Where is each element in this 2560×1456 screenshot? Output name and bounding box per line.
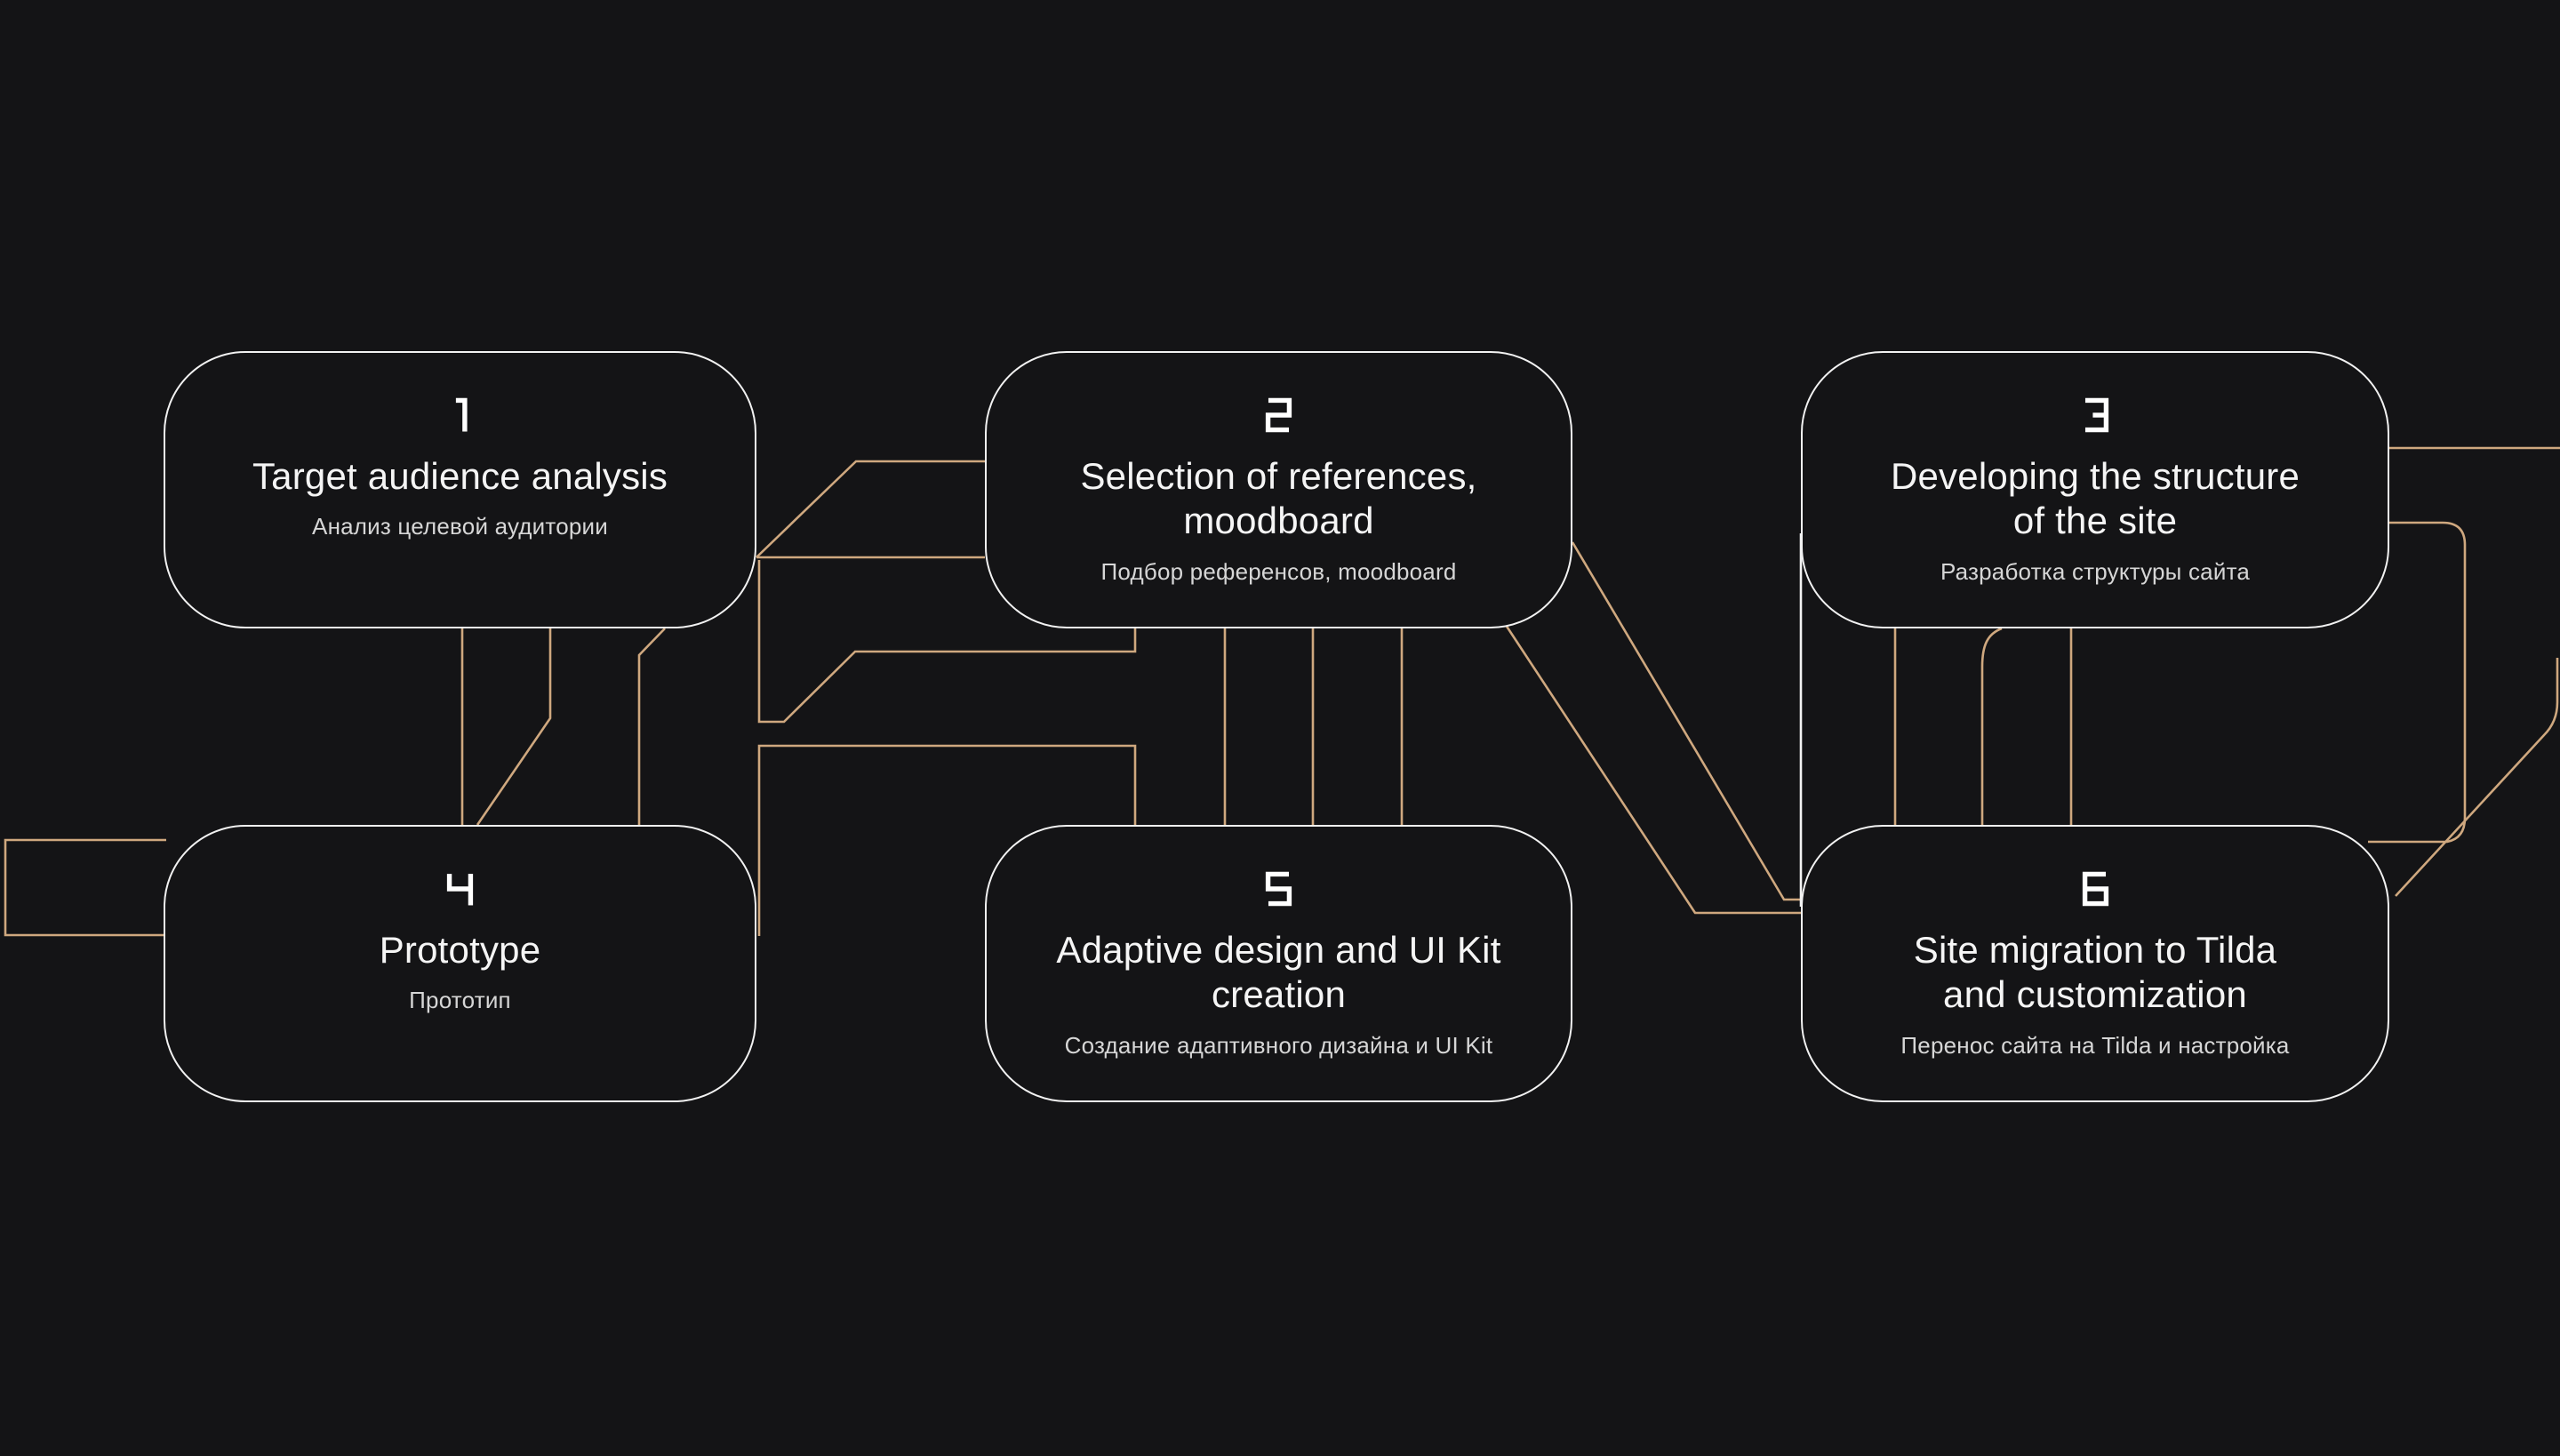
step-number-5 bbox=[1265, 871, 1292, 907]
step-card-3: Developing the structure of the site Раз… bbox=[1801, 351, 2389, 628]
connector-c1-c4-b bbox=[476, 628, 552, 826]
step-card-2: Selection of references, moodboard Подбо… bbox=[985, 351, 1572, 628]
connector-c1-c2-step bbox=[756, 460, 985, 558]
step-card-5: Adaptive design and UI Kit creation Созд… bbox=[985, 825, 1572, 1102]
digit-glyph bbox=[1265, 397, 1292, 433]
connector-c1-c2-loop bbox=[757, 560, 1137, 724]
connector-c2-c6-diagonal-a bbox=[1571, 541, 1801, 901]
step-card-6: Site migration to Tilda and customizatio… bbox=[1801, 825, 2389, 1102]
step-number-1 bbox=[446, 397, 474, 433]
connector-c3-c6-b bbox=[1980, 627, 2003, 825]
digit-glyph bbox=[2084, 397, 2108, 433]
digit-glyph bbox=[455, 397, 468, 432]
step-number-6 bbox=[2082, 871, 2109, 907]
step-title-2: Selection of references, moodboard bbox=[1080, 455, 1477, 542]
step-subtitle-6: Перенос сайта на Tilda и настройка bbox=[1900, 1031, 2290, 1059]
step-subtitle-4: Прототип bbox=[409, 987, 511, 1014]
digit-glyph bbox=[2082, 871, 2108, 907]
step-title-3: Developing the structure of the site bbox=[1890, 455, 2300, 542]
step-subtitle-5: Создание адаптивного дизайна и UI Kit bbox=[1064, 1031, 1493, 1059]
step-subtitle-1: Анализ целевой аудитории bbox=[312, 513, 608, 540]
connector-c3-c6-hook bbox=[2368, 521, 2467, 844]
connector-right-edge-diagonal bbox=[2395, 658, 2559, 897]
connector-c5-branch bbox=[757, 744, 1137, 936]
step-title-5: Adaptive design and UI Kit creation bbox=[1056, 929, 1501, 1016]
digit-glyph bbox=[1265, 871, 1292, 907]
connector-c1-c4-c bbox=[637, 628, 666, 825]
step-number-3 bbox=[2082, 397, 2109, 433]
connector-c2-c6-diagonal-b bbox=[1500, 619, 1801, 915]
step-number-4 bbox=[446, 871, 474, 907]
step-title-4: Prototype bbox=[379, 929, 541, 971]
connector-left-bus bbox=[4, 838, 166, 937]
step-subtitle-3: Разработка структуры сайта bbox=[1940, 557, 2251, 585]
step-subtitle-2: Подбор референсов, moodboard bbox=[1100, 557, 1457, 585]
step-card-4: Prototype Прототип bbox=[164, 825, 756, 1102]
step-title-1: Target audience analysis bbox=[252, 455, 668, 497]
step-card-1: Target audience analysis Анализ целевой … bbox=[164, 351, 756, 628]
digit-glyph bbox=[446, 874, 474, 906]
step-title-6: Site migration to Tilda and customizatio… bbox=[1913, 929, 2277, 1016]
step-number-2 bbox=[1265, 397, 1292, 433]
